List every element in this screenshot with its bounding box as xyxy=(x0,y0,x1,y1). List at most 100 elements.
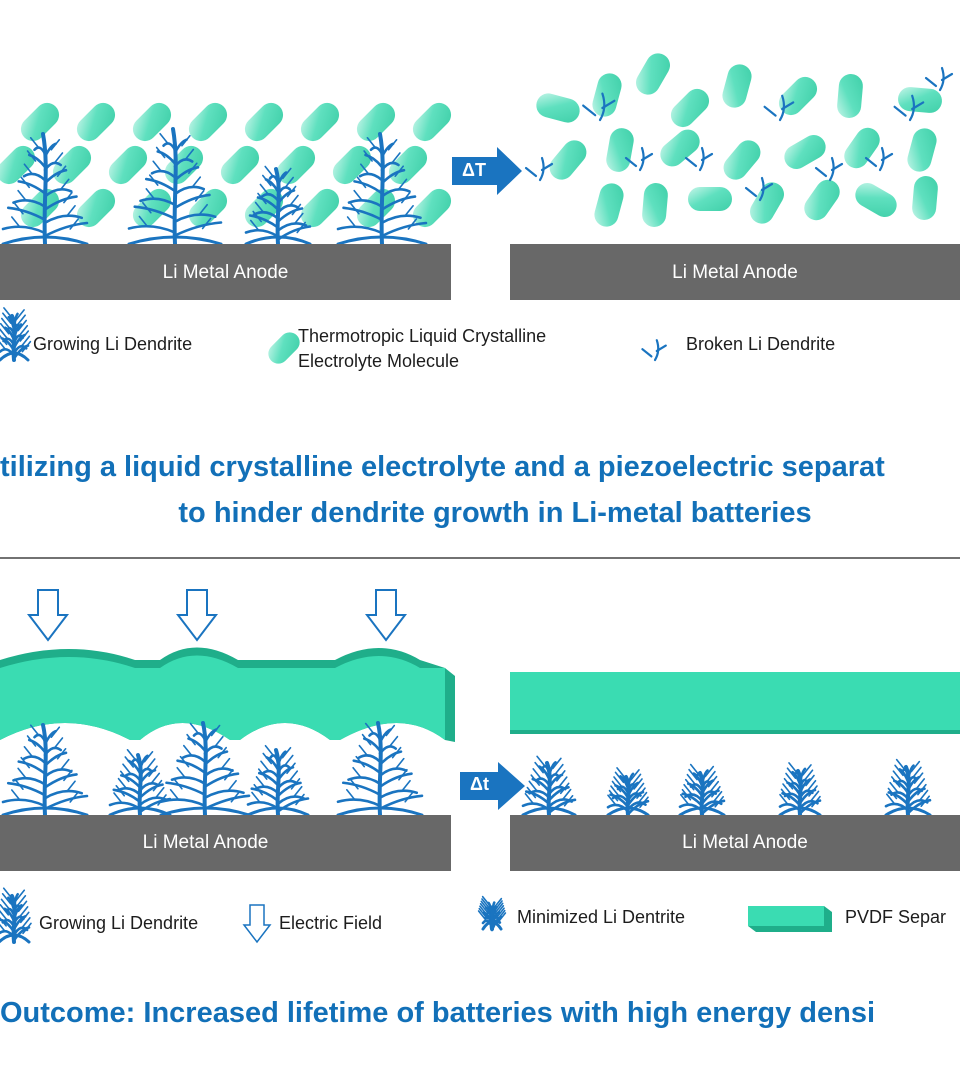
capsule xyxy=(244,102,284,142)
bottom-left-dendrites xyxy=(1,721,424,817)
capsule xyxy=(388,145,428,185)
broken-dendrite xyxy=(624,146,654,172)
capsule xyxy=(300,188,340,228)
delta-T-arrow xyxy=(452,147,522,195)
capsule xyxy=(76,102,116,142)
minimized-dendrite xyxy=(521,755,577,817)
capsule xyxy=(722,64,752,108)
minimized-dendrite-icon xyxy=(477,895,507,932)
minimized-dendrite xyxy=(778,762,822,817)
bottom-left-anode-label: Li Metal Anode xyxy=(142,832,269,853)
growing-dendrite xyxy=(159,721,251,817)
growing-dendrite xyxy=(108,749,172,817)
capsule xyxy=(108,145,148,185)
capsule xyxy=(670,88,710,128)
capsule xyxy=(642,183,668,227)
deformed-pvdf-separator xyxy=(0,647,455,742)
capsule xyxy=(784,135,826,169)
legend-broken-dendrite: Broken Li Dendrite xyxy=(686,334,836,354)
minimized-dendrite xyxy=(606,767,650,817)
capsule xyxy=(898,87,942,113)
capsule xyxy=(907,128,937,172)
capsule xyxy=(750,182,784,224)
minimized-dendrite xyxy=(884,758,932,817)
top-left-anode xyxy=(0,244,451,300)
legend-growing-dendrite-bottom: Growing Li Dendrite xyxy=(39,913,199,933)
dendrite-icon xyxy=(0,307,32,362)
capsule xyxy=(412,102,452,142)
top-left-dendrites xyxy=(1,127,428,246)
delta-t-arrow xyxy=(460,762,525,810)
capsule xyxy=(688,187,732,211)
bottom-right-minimized-dendrites xyxy=(521,755,932,817)
electric-field-arrows xyxy=(26,589,408,642)
capsule xyxy=(412,188,452,228)
flat-pvdf-separator xyxy=(510,672,960,734)
broken-dendrite xyxy=(763,94,795,122)
broken-dendrite xyxy=(864,146,894,172)
minimized-dendrite-shape xyxy=(477,895,507,932)
minimized-dendrite xyxy=(678,763,726,817)
growing-dendrite xyxy=(336,721,424,817)
capsule xyxy=(855,183,897,217)
broken-dendrite xyxy=(684,146,714,172)
top-right-broken-dendrites xyxy=(524,66,954,202)
capsule-icon xyxy=(268,332,300,364)
capsule xyxy=(536,93,580,123)
dendrite-shape xyxy=(0,307,32,362)
down-arrow-icon xyxy=(242,904,272,944)
capsule xyxy=(356,102,396,142)
capsule xyxy=(76,188,116,228)
capsule xyxy=(356,188,396,228)
capsule xyxy=(592,73,622,117)
bottom-left-anode xyxy=(0,815,451,871)
broken-dendrite xyxy=(893,94,925,122)
growing-dendrite xyxy=(244,165,312,246)
growing-dendrite xyxy=(1,723,89,817)
broken-dendrite-shape xyxy=(641,339,667,362)
capsule xyxy=(20,102,60,142)
growing-dendrite xyxy=(1,132,89,246)
capsule xyxy=(594,183,624,227)
growing-dendrite xyxy=(336,132,428,246)
delta-t-label: Δt xyxy=(470,774,489,794)
broken-dendrite xyxy=(524,156,554,182)
top-right-anode-label: Li Metal Anode xyxy=(672,262,798,283)
capsule xyxy=(660,129,700,167)
broken-dendrite xyxy=(814,156,844,182)
bottom-right-anode-label: Li Metal Anode xyxy=(682,832,808,853)
dendrite-icon xyxy=(0,887,32,944)
capsule xyxy=(723,140,761,180)
delta-T-label: ΔT xyxy=(462,160,486,180)
bottom-right-anode xyxy=(510,815,960,871)
capsule xyxy=(132,102,172,142)
capsule xyxy=(300,102,340,142)
capsule xyxy=(844,127,880,169)
growing-dendrite xyxy=(127,127,223,246)
capsule xyxy=(0,145,36,185)
broken-dendrite xyxy=(582,92,616,122)
legend-molecule-line2: Electrolyte Molecule xyxy=(298,351,460,371)
legend-molecule-line1: Thermotropic Liquid Crystalline xyxy=(298,326,547,346)
broken-dendrite-icon xyxy=(641,339,667,362)
top-right-capsules xyxy=(536,53,942,227)
top-right-anode xyxy=(510,244,960,300)
legend-electric-field: Electric Field xyxy=(279,913,383,933)
capsule xyxy=(636,53,670,95)
legend-growing-dendrite: Growing Li Dendrite xyxy=(33,334,193,354)
capsule xyxy=(912,176,938,220)
separator-icon xyxy=(748,906,832,932)
capsule xyxy=(188,102,228,142)
legend-minimized-dendrite: Minimized Li Dentrite xyxy=(517,907,686,927)
legend-pvdf-separator: PVDF Separ xyxy=(845,907,947,927)
capsule xyxy=(837,74,863,118)
headline-line1: tilizing a liquid crystalline electrolyt… xyxy=(0,451,885,483)
broken-dendrite xyxy=(744,176,774,202)
capsule xyxy=(220,145,260,185)
capsule xyxy=(164,145,204,185)
growing-dendrite xyxy=(246,744,310,817)
top-left-anode-label: Li Metal Anode xyxy=(162,262,289,283)
capsule xyxy=(52,145,92,185)
broken-dendrite xyxy=(924,66,954,92)
